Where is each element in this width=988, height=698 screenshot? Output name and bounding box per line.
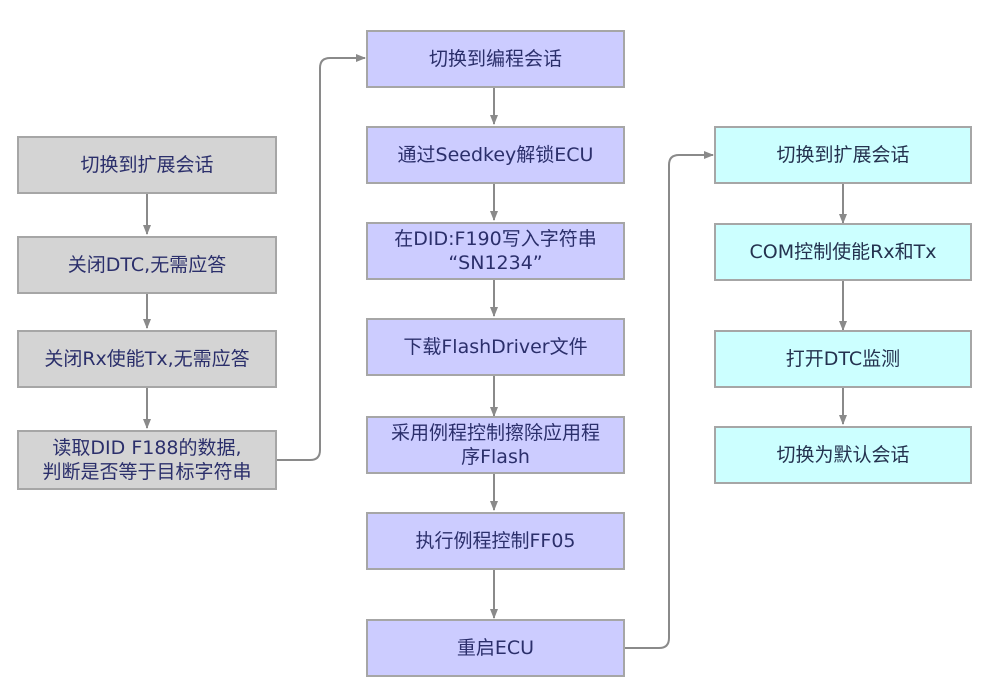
arrow-c1-to-c2 [277,54,366,461]
step-label: 读取DID F188的数据, 判断是否等于目标字符串 [42,437,252,483]
step-read-did-f188: 读取DID F188的数据, 判断是否等于目标字符串 [17,430,277,490]
step-label: 切换到编程会话 [428,48,562,70]
step-com-control-enable: COM控制使能Rx和Tx [714,223,972,281]
step-switch-extended-session: 切换到扩展会话 [17,136,277,194]
step-switch-default-session: 切换为默认会话 [714,426,972,484]
step-label: 关闭Rx使能Tx,无需应答 [44,348,250,370]
step-enable-dtc-monitor: 打开DTC监测 [714,330,972,388]
step-label: 重启ECU [456,637,535,659]
step-label: 下载FlashDriver文件 [403,336,588,358]
step-label: 切换到扩展会话 [80,154,214,176]
step-label: 在DID:F190写入字符串 “SN1234” [394,228,597,274]
step-label: 打开DTC监测 [785,348,901,370]
step-label: 通过Seedkey解锁ECU [397,144,594,166]
step-disable-rx-enable-tx: 关闭Rx使能Tx,无需应答 [17,330,277,388]
step-label: 采用例程控制擦除应用程 序Flash [390,422,600,468]
step-disable-dtc: 关闭DTC,无需应答 [17,236,277,294]
step-seedkey-unlock: 通过Seedkey解锁ECU [366,126,625,184]
step-routine-ff05: 执行例程控制FF05 [366,512,625,570]
step-label: 切换为默认会话 [776,444,910,466]
step-erase-app-flash: 采用例程控制擦除应用程 序Flash [366,416,625,474]
step-reset-ecu: 重启ECU [366,619,625,677]
step-switch-extended-session-2: 切换到扩展会话 [714,126,972,184]
step-label: 切换到扩展会话 [776,144,910,166]
step-download-flashdriver: 下载FlashDriver文件 [366,318,625,376]
arrow-c2-to-c3 [625,151,714,649]
step-label: 执行例程控制FF05 [415,530,576,552]
step-write-did-f190: 在DID:F190写入字符串 “SN1234” [366,222,625,280]
step-label: 关闭DTC,无需应答 [67,254,227,276]
step-switch-programming-session: 切换到编程会话 [366,30,625,88]
step-label: COM控制使能Rx和Tx [749,241,937,263]
